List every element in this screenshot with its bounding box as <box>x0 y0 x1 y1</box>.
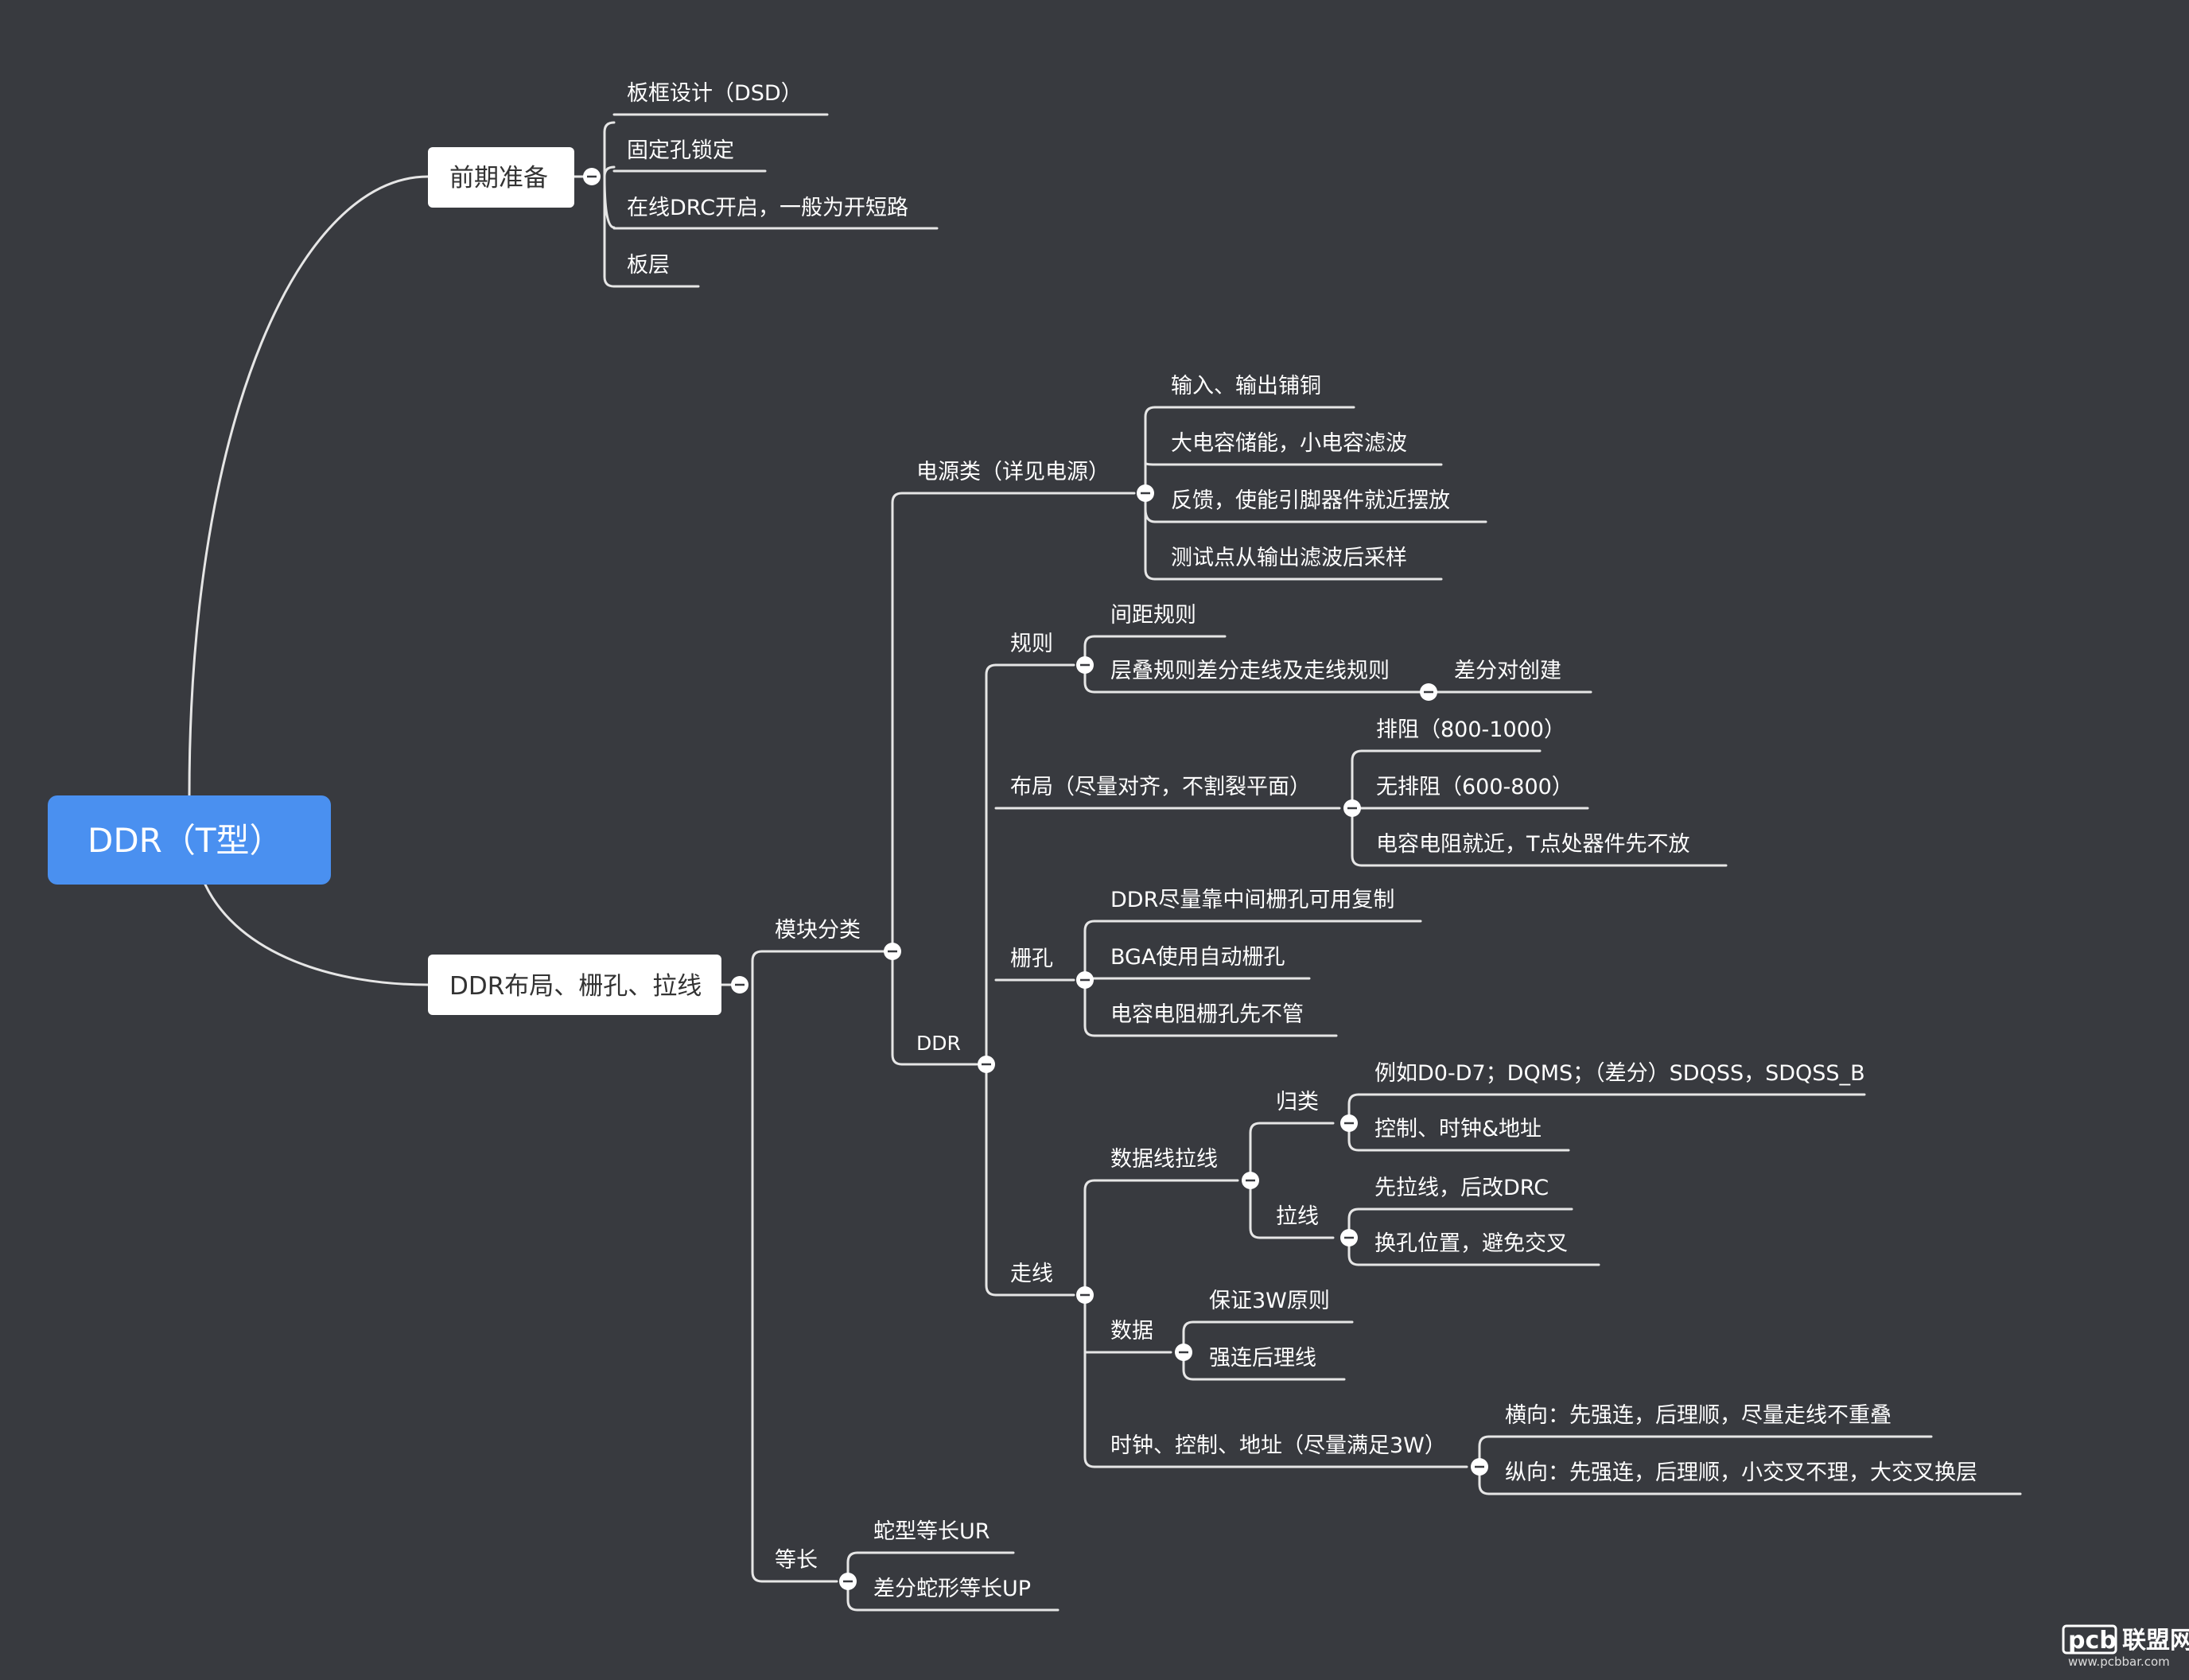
rules-item-2[interactable]: 层叠规则差分走线及走线规则 <box>1110 659 1390 683</box>
equal-item-1[interactable]: 蛇型等长UR <box>873 1519 990 1544</box>
layout-node[interactable]: DDR布局、栅孔、拉线 <box>428 955 721 1015</box>
power-item-4[interactable]: 测试点从输出滤波后采样 <box>1171 546 1407 570</box>
module-label[interactable]: 模块分类 <box>775 918 861 943</box>
clock-item-1[interactable]: 横向：先强连，后理顺，尽量走线不重叠 <box>1505 1403 1892 1428</box>
classify-item-2[interactable]: 控制、时钟&地址 <box>1374 1117 1542 1141</box>
vias-item-2[interactable]: BGA使用自动栅孔 <box>1110 945 1285 970</box>
node-labels: 板框设计（DSD） 固定孔锁定 在线DRC开启，一般为开短路 板层 模块分类 等… <box>627 81 1977 1601</box>
collapse-toggle-equal[interactable] <box>839 1573 857 1590</box>
collapse-toggle-layout[interactable] <box>731 976 748 994</box>
collapse-toggle-clock[interactable] <box>1471 1458 1488 1476</box>
watermark-logo: pcb <box>2068 1627 2117 1655</box>
root-to-prep-curve <box>188 175 430 797</box>
module-trunk <box>891 492 904 1066</box>
collapse-toggle-classify[interactable] <box>1340 1114 1358 1132</box>
vias-item-3[interactable]: 电容电阻栅孔先不管 <box>1110 1002 1304 1027</box>
pull-item-2[interactable]: 换孔位置，避免交叉 <box>1374 1231 1568 1256</box>
root-to-layout-curve <box>204 883 430 986</box>
power-item-2[interactable]: 大电容储能，小电容滤波 <box>1171 431 1407 456</box>
placement-item-2[interactable]: 无排阻（600-800） <box>1376 775 1573 799</box>
watermark-brand: 联盟网 <box>2122 1627 2189 1655</box>
prep-node[interactable]: 前期准备 <box>428 147 574 208</box>
watermark-url: www.pcbbar.com <box>2068 1655 2170 1669</box>
power-elbow-3 <box>1144 508 1157 523</box>
collapse-toggle-dataline[interactable] <box>1242 1172 1259 1189</box>
prep-label: 前期准备 <box>449 164 548 192</box>
power-elbow-2 <box>1144 461 1157 466</box>
collapse-toggle-placement[interactable] <box>1343 799 1361 817</box>
data-item-1[interactable]: 保证3W原则 <box>1209 1289 1330 1313</box>
collapse-toggle-ddr[interactable] <box>978 1056 995 1073</box>
collapse-toggle-vias[interactable] <box>1076 971 1094 989</box>
equal-label[interactable]: 等长 <box>775 1548 818 1573</box>
collapse-toggles <box>583 168 1488 1590</box>
power-item-1[interactable]: 输入、输出铺铜 <box>1171 374 1321 399</box>
collapse-toggle-routing[interactable] <box>1076 1286 1094 1304</box>
rules-sub-item[interactable]: 差分对创建 <box>1454 659 1561 683</box>
routing-label[interactable]: 走线 <box>1010 1262 1053 1286</box>
power-item-3[interactable]: 反馈，使能引脚器件就近摆放 <box>1171 488 1450 513</box>
collapse-toggle-rules-sub[interactable] <box>1420 683 1437 701</box>
power-label[interactable]: 电源类（详见电源） <box>916 460 1110 484</box>
collapse-toggle-pull[interactable] <box>1340 1229 1358 1246</box>
clock-label[interactable]: 时钟、控制、地址（尽量满足3W） <box>1110 1433 1446 1458</box>
prep-box[interactable] <box>428 147 574 208</box>
collapse-toggle-power[interactable] <box>1137 484 1154 502</box>
rules-item-1[interactable]: 间距规则 <box>1110 603 1196 628</box>
placement-item-1[interactable]: 排阻（800-1000） <box>1376 718 1565 742</box>
root-box[interactable] <box>48 795 331 885</box>
collapse-toggle-prep[interactable] <box>583 168 601 185</box>
clock-item-2[interactable]: 纵向：先强连，后理顺，小交叉不理，大交叉换层 <box>1505 1460 1977 1485</box>
watermark-logo-box <box>2062 1624 2117 1655</box>
connector-lines <box>188 113 2022 1612</box>
prep-item-1[interactable]: 板框设计（DSD） <box>627 81 803 106</box>
prep-item-2[interactable]: 固定孔锁定 <box>627 138 734 163</box>
data-label[interactable]: 数据 <box>1110 1319 1153 1344</box>
routing-trunk <box>1083 1179 1096 1468</box>
layout-trunk <box>751 950 764 1583</box>
classify-item-1[interactable]: 例如D0-D7；DQMS；（差分）SDQSS，SDQSS_B <box>1374 1061 1865 1086</box>
ddr-trunk <box>985 663 997 1297</box>
layout-box[interactable] <box>428 955 721 1015</box>
data-item-2[interactable]: 强连后理线 <box>1209 1346 1316 1371</box>
pull-item-1[interactable]: 先拉线，后改DRC <box>1374 1176 1549 1200</box>
ddr-label[interactable]: DDR <box>916 1032 961 1055</box>
collapse-toggle-module[interactable] <box>884 943 901 960</box>
classify-label[interactable]: 归类 <box>1276 1090 1319 1114</box>
pull-label[interactable]: 拉线 <box>1276 1204 1319 1229</box>
rules-label[interactable]: 规则 <box>1010 632 1053 656</box>
equal-item-2[interactable]: 差分蛇形等长UP <box>873 1577 1031 1601</box>
watermark: pcb 联盟网 www.pcbbar.com <box>2062 1624 2189 1669</box>
vias-item-1[interactable]: DDR尽量靠中间栅孔可用复制 <box>1110 888 1394 912</box>
placement-item-3[interactable]: 电容电阻就近，T点处器件先不放 <box>1376 832 1690 857</box>
root-label: DDR（T型） <box>87 821 283 860</box>
prep-item-4[interactable]: 板层 <box>627 253 670 278</box>
collapse-toggle-data[interactable] <box>1175 1344 1192 1361</box>
vias-label[interactable]: 栅孔 <box>1010 947 1053 971</box>
root-node[interactable]: DDR（T型） <box>48 795 331 885</box>
prep-elbow-1 <box>603 165 616 178</box>
prep-elbow-2 <box>603 175 616 229</box>
collapse-toggle-rules[interactable] <box>1076 656 1094 674</box>
prep-item-3[interactable]: 在线DRC开启，一般为开短路 <box>627 196 908 220</box>
layout-label: DDR布局、栅孔、拉线 <box>449 972 702 1001</box>
dataline-label[interactable]: 数据线拉线 <box>1110 1147 1218 1172</box>
placement-label[interactable]: 布局（尽量对齐，不割裂平面） <box>1010 775 1311 799</box>
